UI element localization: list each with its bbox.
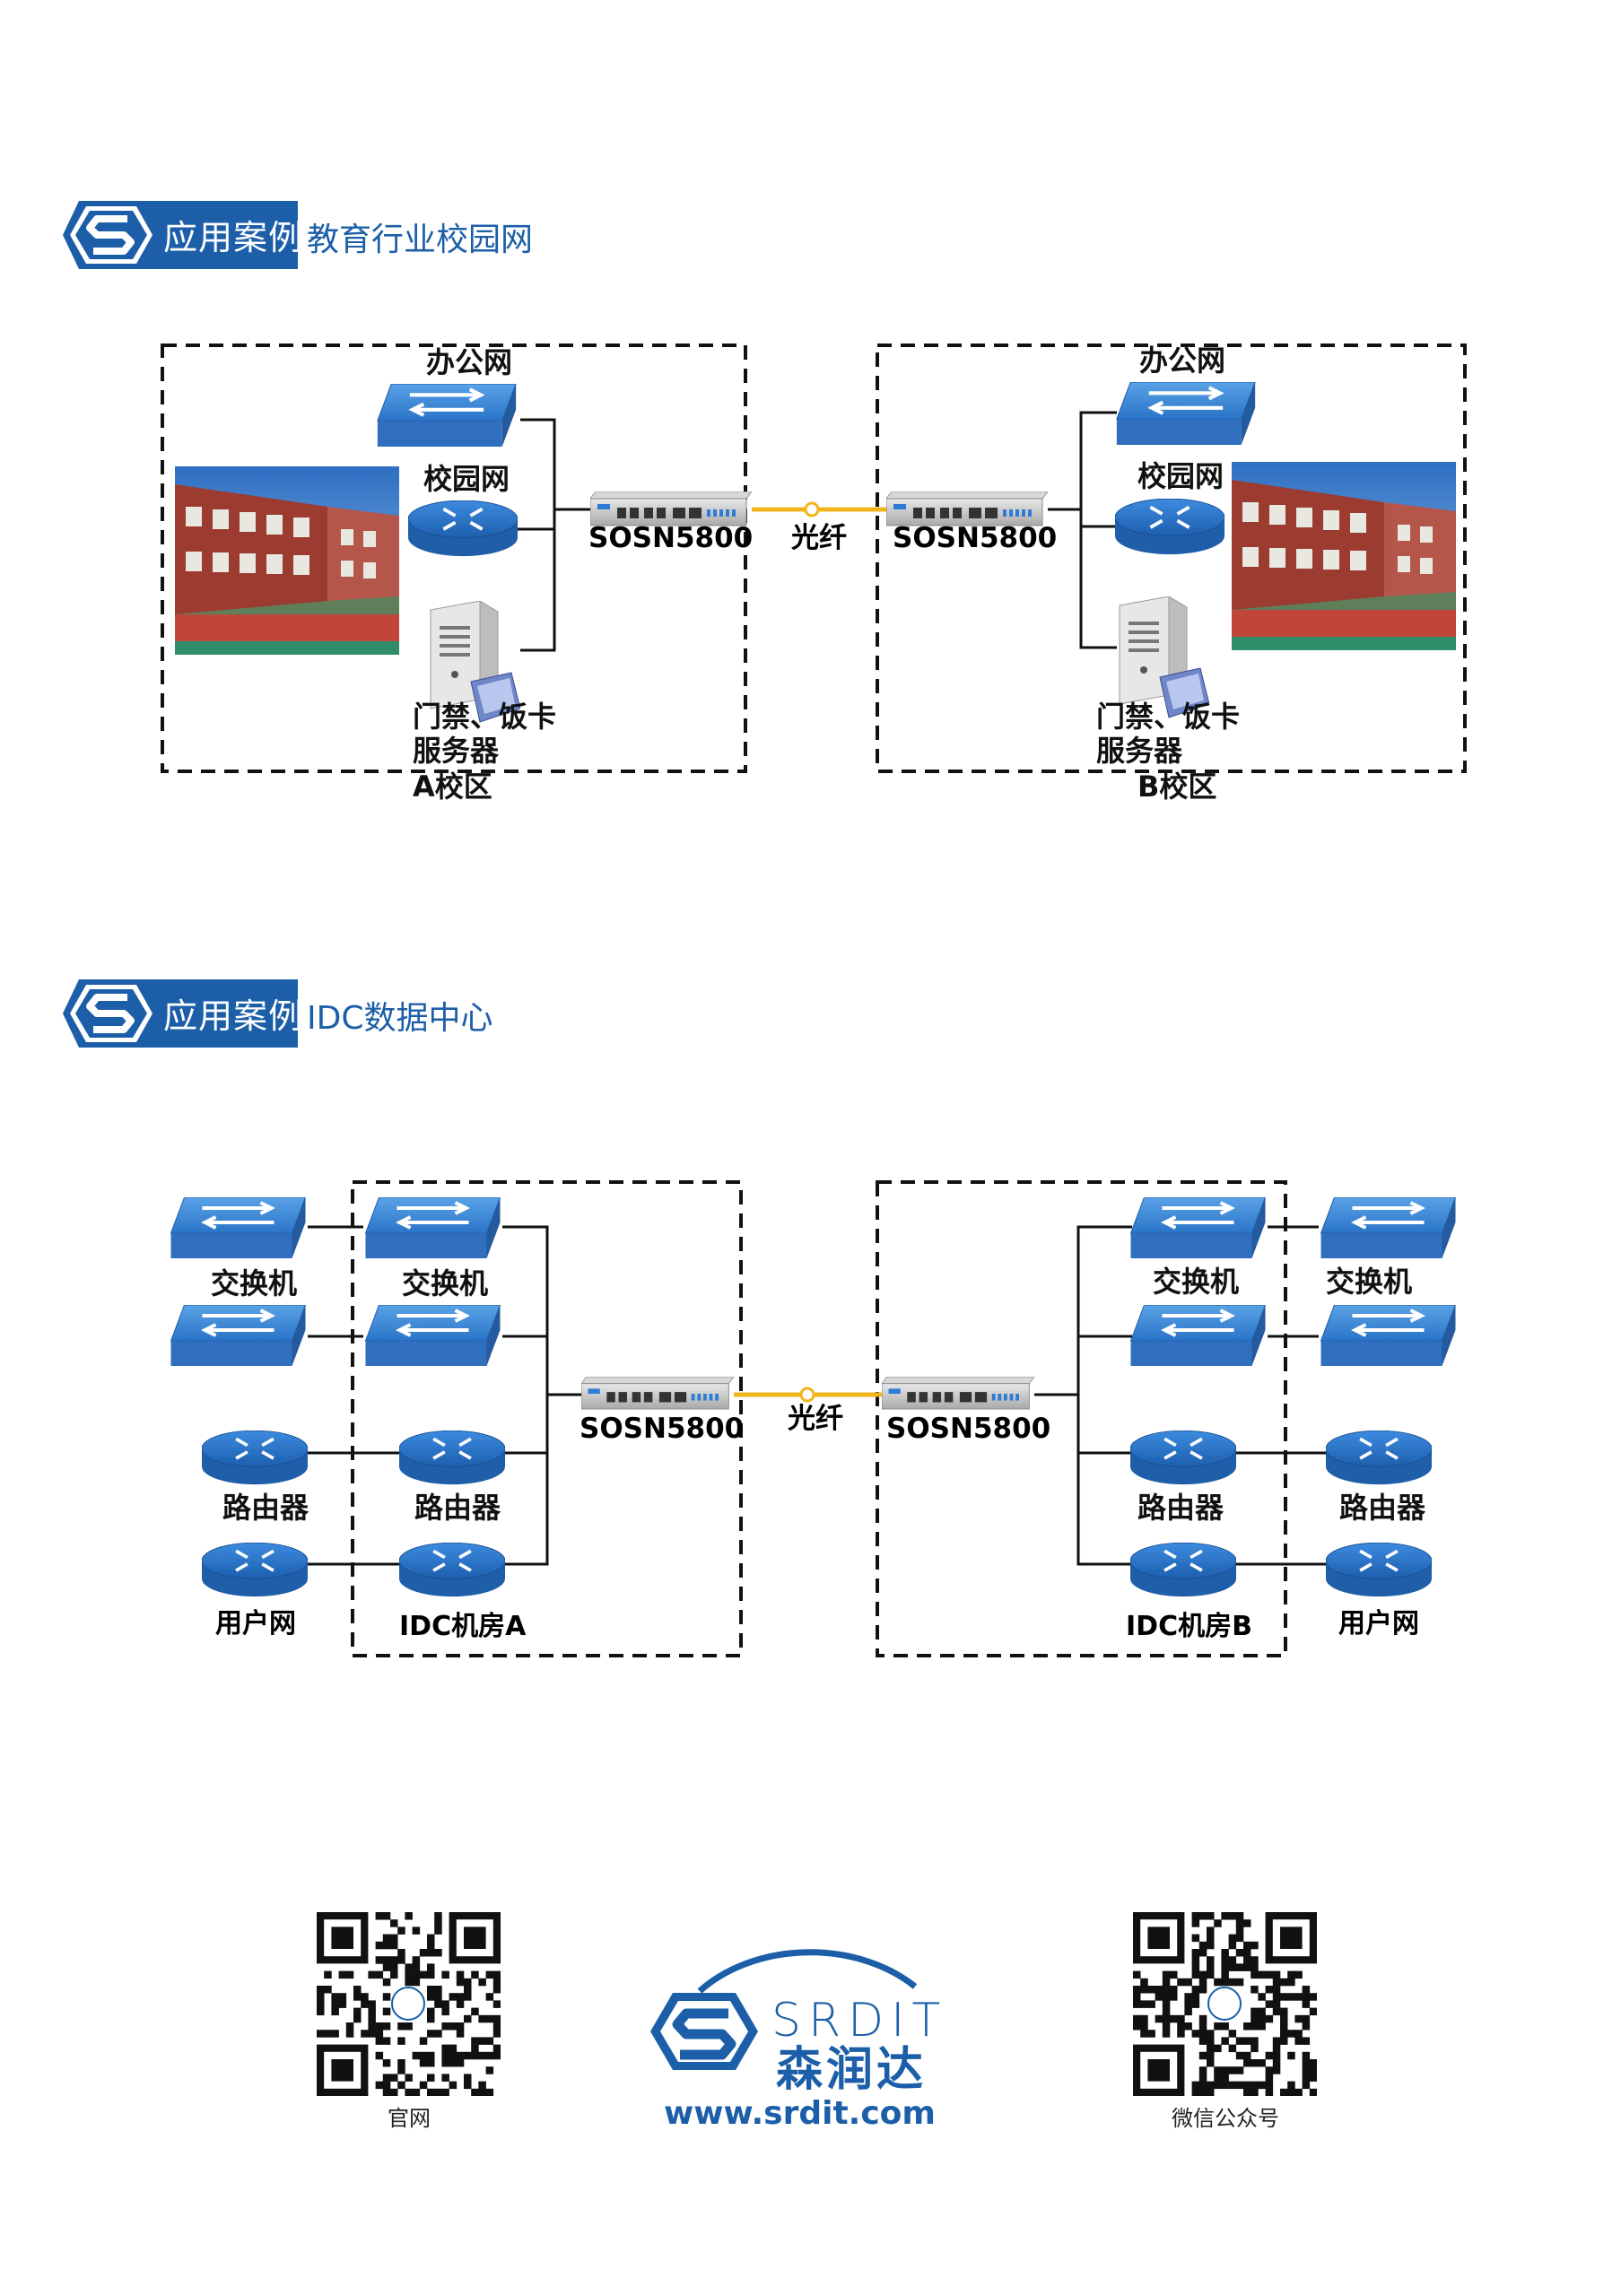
ext-switch-icon xyxy=(1321,1197,1456,1258)
label-server-a-2: 服务器 xyxy=(413,734,500,768)
label-campus-net-b: 校园网 xyxy=(1137,459,1224,493)
router-icon xyxy=(1130,1543,1236,1598)
campus-a-boundary xyxy=(161,344,747,773)
campus-b-photo xyxy=(1232,462,1456,650)
label-device-a: SOSN5800 xyxy=(580,1413,744,1445)
label-user-net-a: 用户网 xyxy=(215,1608,296,1639)
ext-router-icon xyxy=(1326,1543,1432,1598)
label-router-b: 路由器 xyxy=(1137,1491,1224,1525)
qr-caption-wechat: 微信公众号 xyxy=(1172,2106,1279,2131)
label-device-b: SOSN5800 xyxy=(886,1413,1050,1445)
ext-switch-icon xyxy=(171,1197,306,1258)
router-icon xyxy=(1130,1431,1236,1486)
campus-a-photo xyxy=(175,466,399,655)
label-ext-switch-a: 交换机 xyxy=(211,1266,297,1300)
label-server-b-1: 门禁、饭卡 xyxy=(1096,700,1240,734)
logo-arc-icon xyxy=(697,1949,918,1994)
switch-icon xyxy=(1131,1197,1266,1258)
idc-network-diagram: 交换机 交换机 路由器 路由器 用户网 IDC机房A SOSN5800 光纤 S… xyxy=(0,1180,1621,1657)
router-icon xyxy=(399,1431,505,1486)
sosn5800-right-device xyxy=(886,491,1048,526)
label-user-net-b: 用户网 xyxy=(1338,1608,1419,1639)
qr-caption-website: 官网 xyxy=(388,2106,431,2131)
ext-router-icon xyxy=(1326,1431,1432,1486)
sosn5800-left-device xyxy=(581,1377,734,1410)
label-switch-b: 交换机 xyxy=(1153,1265,1239,1299)
switch-icon xyxy=(1131,1305,1266,1366)
fiber-connector-icon xyxy=(804,501,820,517)
label-office-net-b: 办公网 xyxy=(1139,344,1225,378)
office-switch-icon xyxy=(1117,382,1255,445)
router-icon xyxy=(399,1543,505,1598)
label-router-a: 路由器 xyxy=(414,1491,501,1525)
ext-router-icon xyxy=(202,1543,308,1598)
label-idc-room-b: IDC机房B xyxy=(1126,1611,1252,1642)
footer: 官网 SRDIT 森润达 www.srdit.com 微信公众号 xyxy=(0,1901,1621,2170)
office-switch-icon xyxy=(378,384,516,447)
logo-en: SRDIT xyxy=(771,1994,947,2048)
srdit-logo: SRDIT 森润达 www.srdit.com xyxy=(650,1949,947,2132)
label-server-a-1: 门禁、饭卡 xyxy=(413,700,556,734)
campus-b-boundary xyxy=(876,344,1467,773)
label-idc-room-a: IDC机房A xyxy=(399,1611,527,1642)
section2-badge-label: 应用案例 xyxy=(163,996,304,1036)
label-device-b: SOSN5800 xyxy=(893,522,1057,554)
campus-router-icon xyxy=(408,500,518,558)
label-campus-net-a: 校园网 xyxy=(423,462,510,496)
section1-header: 应用案例 教育行业校园网 xyxy=(63,201,870,273)
idc-room-a-boundary xyxy=(351,1180,743,1657)
section2-header: 应用案例 IDC数据中心 xyxy=(63,979,870,1051)
campus-router-icon xyxy=(1115,499,1224,556)
label-campus-b: B校区 xyxy=(1137,770,1216,804)
label-server-b-2: 服务器 xyxy=(1096,734,1183,768)
label-device-a: SOSN5800 xyxy=(588,522,753,554)
switch-icon xyxy=(366,1305,501,1366)
label-campus-a: A校区 xyxy=(413,770,492,804)
idc-room-b-boundary xyxy=(876,1180,1287,1657)
label-ext-switch-b: 交换机 xyxy=(1326,1265,1412,1299)
logo-url: www.srdit.com xyxy=(664,2095,936,2132)
ext-switch-icon xyxy=(1321,1305,1456,1366)
sosn5800-left-device xyxy=(590,491,752,526)
label-fiber-2: 光纤 xyxy=(788,1403,843,1435)
ext-router-icon xyxy=(202,1431,308,1486)
fiber-connector-icon xyxy=(799,1387,815,1403)
logo-s-icon xyxy=(650,1993,758,2070)
label-ext-router-a: 路由器 xyxy=(222,1491,309,1525)
label-ext-router-b: 路由器 xyxy=(1339,1491,1426,1525)
switch-icon xyxy=(366,1197,501,1258)
sosn5800-right-device xyxy=(882,1377,1034,1410)
section2-title: IDC数据中心 xyxy=(307,1000,493,1037)
qr-code-wechat-icon xyxy=(1133,1912,1317,2096)
ext-switch-icon xyxy=(171,1305,306,1366)
logo-cn: 森润达 xyxy=(776,2043,927,2097)
qr-code-website-icon xyxy=(317,1912,501,2096)
section1-badge-label: 应用案例 xyxy=(163,218,304,257)
label-switch-a: 交换机 xyxy=(402,1266,488,1300)
campus-network-diagram: 办公网 校园网 门禁、饭卡 服务器 A校区 SOSN5800 光纤 SOSN58… xyxy=(161,344,1467,804)
label-office-net-a: 办公网 xyxy=(426,345,512,379)
section1-title: 教育行业校园网 xyxy=(307,222,534,258)
label-fiber-1: 光纤 xyxy=(791,522,847,554)
